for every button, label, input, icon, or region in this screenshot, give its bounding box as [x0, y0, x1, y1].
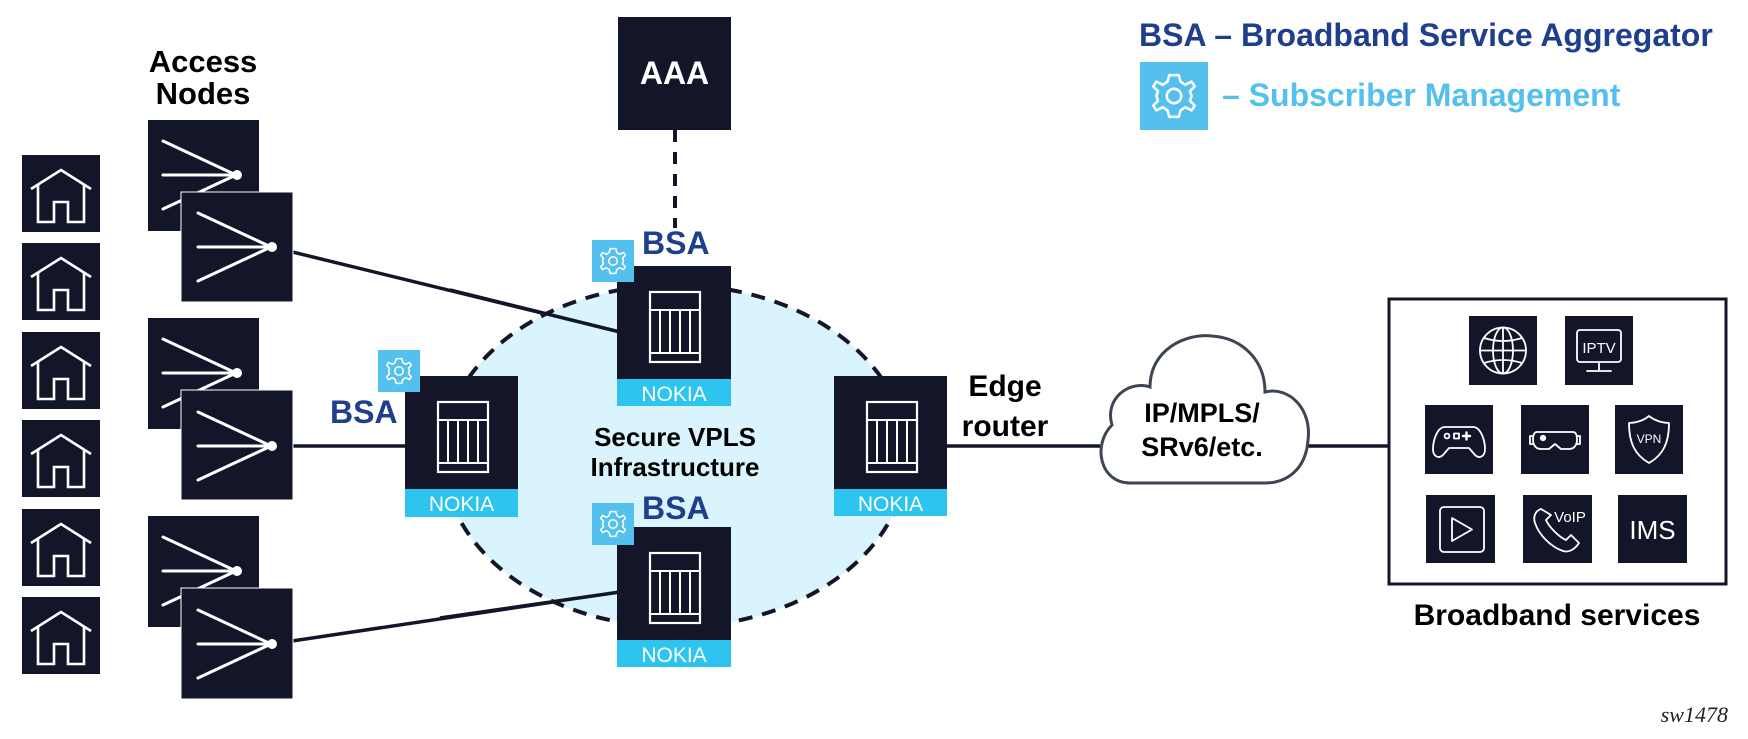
- ims-label: IMS: [1629, 515, 1675, 545]
- homes-column: [22, 155, 100, 674]
- service-video: [1426, 495, 1495, 563]
- access-node-group-1: [148, 120, 294, 303]
- access-node-group-2: [148, 318, 294, 501]
- voip-label: VoIP: [1554, 509, 1586, 526]
- nokia-label: NOKIA: [858, 493, 923, 516]
- gear-icon: [592, 503, 634, 545]
- house-icon: [22, 155, 100, 232]
- service-gaming: [1425, 405, 1493, 474]
- aaa-server: AAA: [618, 17, 731, 130]
- house-icon: [22, 420, 100, 497]
- legend-gear-icon: [1140, 62, 1208, 130]
- service-vpn: VPN: [1615, 405, 1683, 474]
- house-icon: [22, 597, 100, 674]
- gear-icon: [378, 350, 420, 392]
- service-voip: VoIP: [1523, 495, 1592, 563]
- vpn-label: VPN: [1637, 432, 1662, 446]
- link-access3-bsa-bottom-inner: [439, 590, 621, 620]
- core-network-label-line2: SRv6/etc.: [1141, 432, 1263, 462]
- edge-router-label-line2: router: [962, 410, 1049, 443]
- service-vr: [1521, 405, 1589, 474]
- house-icon: [22, 509, 100, 586]
- gear-icon: [592, 240, 634, 282]
- vr-headset-icon: [1529, 431, 1581, 450]
- service-internet: [1469, 316, 1537, 385]
- access-nodes-title-line1: Access: [149, 44, 258, 79]
- core-network-cloud: [1099, 334, 1310, 485]
- core-network-label-line1: IP/MPLS/: [1144, 398, 1260, 428]
- service-iptv: IPTV: [1565, 316, 1633, 385]
- vpls-label-line1: Secure VPLS: [594, 422, 756, 452]
- bsa-label-bottom: BSA: [642, 490, 710, 526]
- access-nodes-title-line2: Nodes: [156, 76, 251, 111]
- link-access1-bsa-top-inner: [449, 288, 621, 334]
- edge-router-label-line1: Edge: [968, 370, 1041, 403]
- house-icon: [22, 332, 100, 409]
- iptv-label: IPTV: [1582, 340, 1615, 357]
- play-icon: [1439, 506, 1485, 553]
- vpls-label-line2: Infrastructure: [590, 452, 759, 482]
- tv-icon: [1576, 329, 1622, 372]
- service-ims: IMS: [1618, 495, 1687, 563]
- edge-router: NOKIA: [834, 376, 947, 516]
- bsa-label-left: BSA: [330, 394, 398, 430]
- bsa-router-left: NOKIA: [405, 376, 518, 517]
- bsa-router-top: NOKIA: [617, 266, 731, 406]
- aaa-label: AAA: [640, 55, 709, 91]
- splitter-icon: [180, 191, 294, 303]
- nokia-label: NOKIA: [429, 493, 494, 516]
- broadband-services-title: Broadband services: [1414, 599, 1701, 632]
- splitter-icon: [180, 587, 294, 700]
- globe-icon: [1479, 326, 1527, 375]
- figure-id: sw1478: [1661, 702, 1728, 727]
- nokia-label: NOKIA: [641, 644, 706, 667]
- splitter-icon: [180, 389, 294, 501]
- phone-icon: [1533, 508, 1580, 553]
- nokia-label: NOKIA: [641, 383, 706, 406]
- access-node-group-3: [148, 516, 294, 700]
- gamepad-icon: [1432, 426, 1486, 458]
- bsa-label-top: BSA: [642, 225, 710, 261]
- legend-subscriber-management: – Subscriber Management: [1222, 77, 1621, 113]
- shield-icon: [1628, 415, 1670, 464]
- bsa-router-bottom: NOKIA: [617, 527, 731, 667]
- house-icon: [22, 243, 100, 320]
- legend-bsa-title: BSA – Broadband Service Aggregator: [1139, 17, 1713, 53]
